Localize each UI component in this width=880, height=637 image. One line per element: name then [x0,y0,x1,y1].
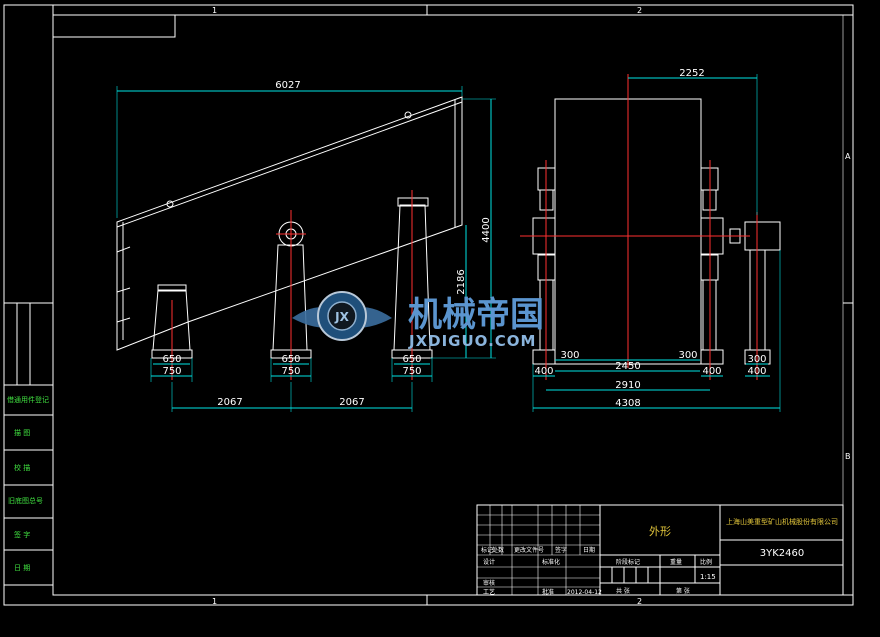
end-dimensions: 2252 300 300 300 2450 400 400 400 2910 4… [532,68,781,412]
dim-spacing-1: 2067 [217,397,242,408]
zone-right-b: B [845,452,851,461]
zone-right-a: A [845,152,851,161]
dim-w1: 650 [162,354,181,365]
label-design: 设计 [483,558,495,566]
strip-label-2: 描 图 [14,428,30,437]
watermark-url: JXDIGUO.COM [408,332,536,350]
label-check: 审核 [483,579,495,587]
dim-height: 4400 [481,217,492,242]
dim-inner-width: 2450 [615,361,640,372]
dim-spacing-2: 2067 [339,397,364,408]
label-standard: 标准化 [542,558,560,566]
drawing-name: 外形 [649,525,671,538]
zone-bottom-2: 2 [637,597,642,606]
end-view [520,74,781,380]
dim-support-height: 2186 [456,269,467,294]
row-label-count: 处数 [492,546,504,554]
sheet-total: 共 张 [616,587,630,595]
label-weight: 重量 [670,558,682,566]
company-name: 上海山美重型矿山机械股份有限公司 [726,517,838,526]
logo-letters: JX [334,310,349,324]
row-label-sign: 签字 [555,546,567,554]
dim-motor-offset: 2252 [679,68,704,79]
dim-outer-width: 4308 [615,398,640,409]
zone-top-1: 1 [212,6,217,15]
zone-bottom-1: 1 [212,597,217,606]
label-scale: 比例 [700,558,712,566]
dim-foot-400-b: 400 [702,366,721,377]
strip-label-3: 校 描 [14,463,30,472]
row-label-doc: 更改文件号 [514,546,544,554]
dim-w6: 750 [402,366,421,377]
dim-w2: 750 [162,366,181,377]
label-stage: 阶段标记 [616,558,640,566]
dim-foot-400-a: 400 [534,366,553,377]
label-process: 工艺 [483,588,495,596]
row-label-date: 日期 [583,546,595,554]
sheet-number: 第 张 [676,587,690,595]
title-block: 标记 处数 更改文件号 签字 日期 设计 标准化 审核 工艺 批准 2012-0… [476,504,844,596]
dim-w4: 750 [281,366,300,377]
strip-label-5: 签 字 [14,530,30,539]
side-dimensions: 6027 4400 2186 650 750 650 750 650 750 2… [116,80,496,412]
dim-mid-width: 2910 [615,380,640,391]
row-label-mark: 标记 [481,546,493,554]
dim-foot-300-c: 300 [747,354,766,365]
inner-border [52,14,854,596]
watermark-title: 机械帝国 [408,295,544,335]
dim-w5: 650 [402,354,421,365]
dim-foot-300-b: 300 [678,350,697,361]
dim-length: 6027 [275,80,300,91]
strip-label-4: 旧底图总号 [8,496,43,505]
watermark: JX 机械帝国 JXDIGUO.COM [292,291,544,350]
dim-foot-300-a: 300 [560,350,579,361]
label-approve: 批准 [542,588,554,596]
scale-value: 1:15 [700,573,716,581]
model-number: 3YK2460 [760,548,804,559]
strip-label-1: 借通用件登记 [7,395,49,404]
dim-w3: 650 [281,354,300,365]
top-left-box [52,14,176,38]
label-date-value: 2012-04-12 [567,589,602,596]
dim-foot-400-c: 400 [747,366,766,377]
left-strip: 借通用件登记 描 图 校 描 旧底图总号 签 字 日 期 [4,302,53,586]
side-view [116,96,463,380]
zone-top-2: 2 [637,6,642,15]
strip-label-6: 日 期 [14,564,30,572]
